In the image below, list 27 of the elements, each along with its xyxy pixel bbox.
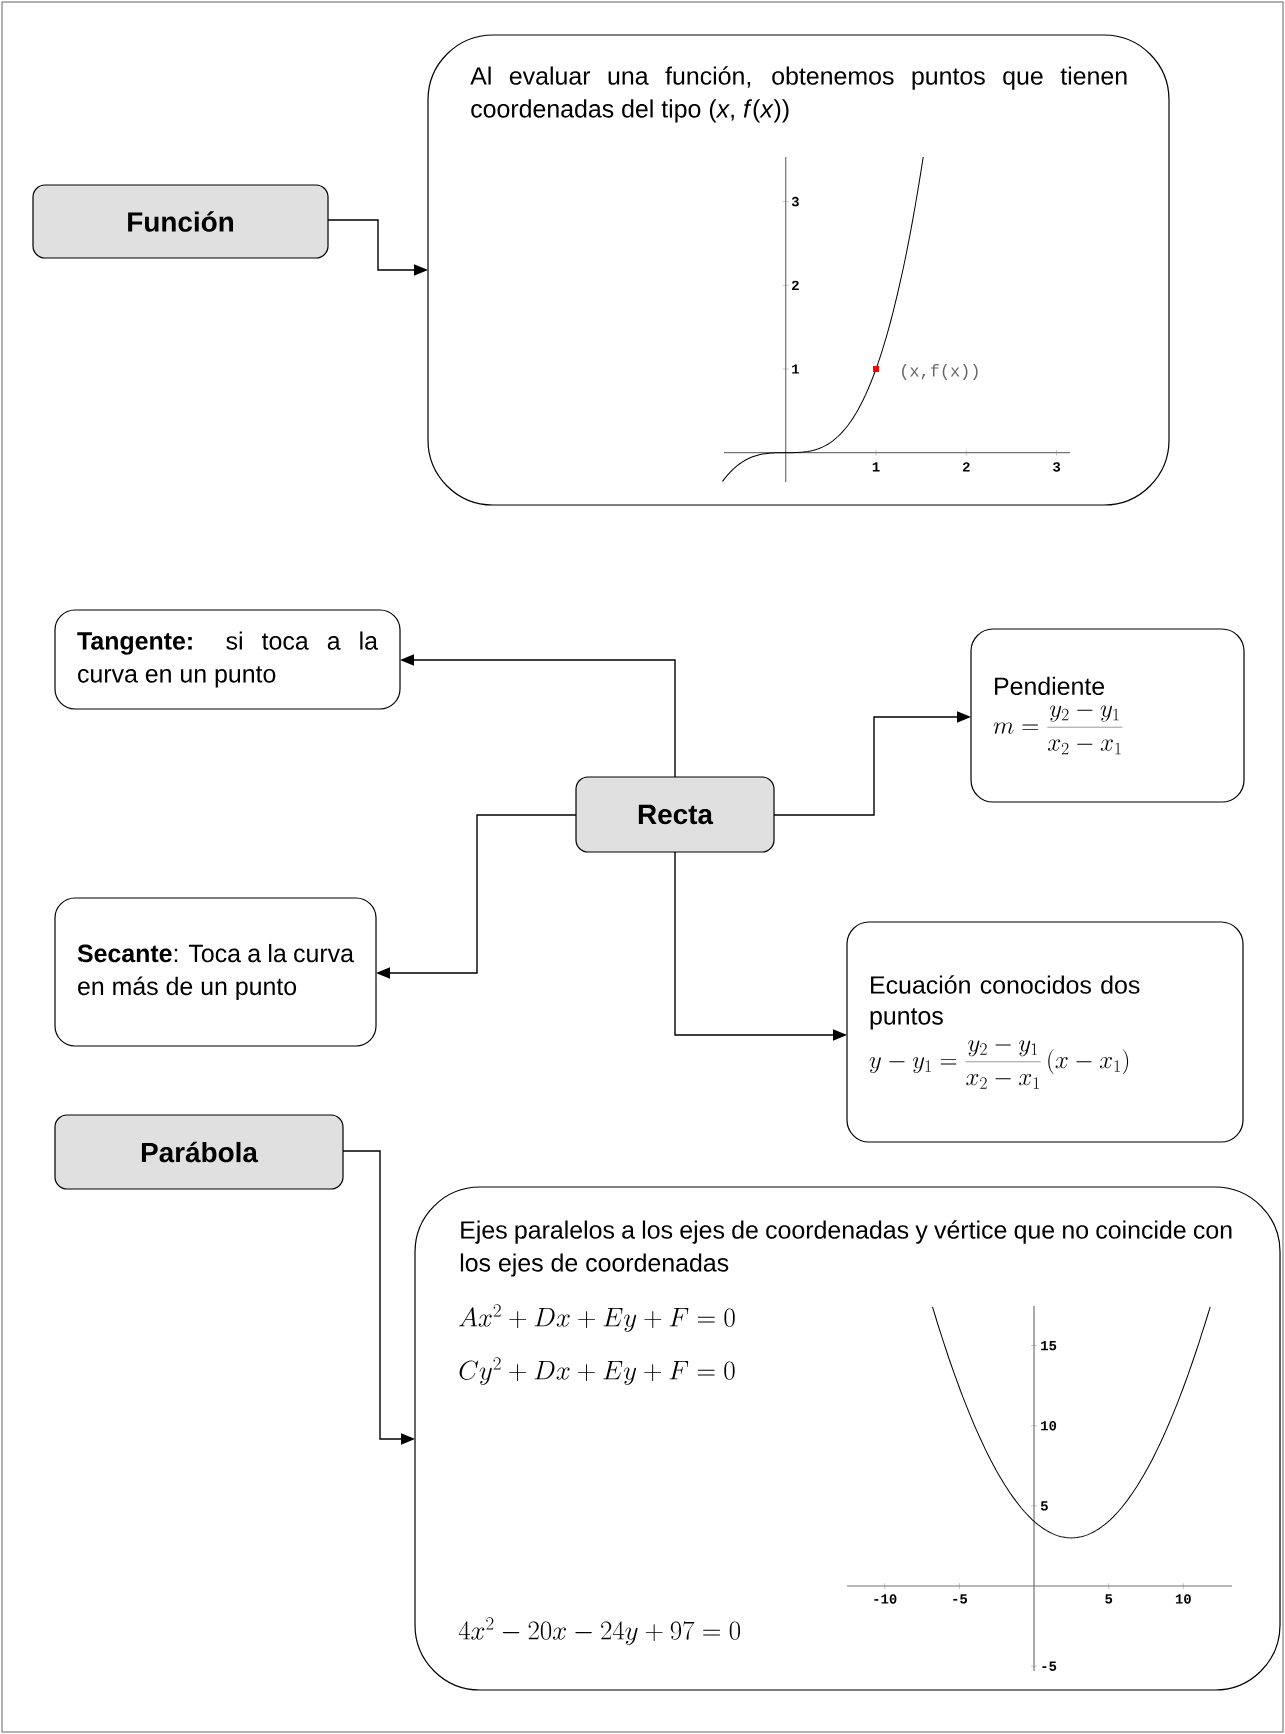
description-text: Al evaluar una función, obtenemos puntos que tienen coordenadas del tipo (x, f(x)): [470, 66, 1127, 123]
point-label: (x,f(x)): [902, 364, 978, 380]
tick-label: -5: [953, 1594, 968, 1604]
description-text: Ejes paralelos a los ejes de coordenadas y vértice que no coincide con los ejes de coordenadas: [460, 1220, 1232, 1277]
tick-label: 1: [872, 462, 880, 472]
note-box: Secante: Toca a la curva en más de un punto: [54, 897, 377, 1047]
equation: $Ax^2+Dx+Ey+F=0$: [459, 1304, 735, 1332]
tick-label: -10: [874, 1594, 897, 1604]
tick-label: 5: [1040, 1501, 1048, 1511]
tick-label: 10: [1175, 1594, 1191, 1604]
concept-box: Función: [32, 184, 329, 259]
tick-label: 1: [792, 364, 799, 374]
concept-box: Parábola: [54, 1114, 344, 1190]
tick-label: -5: [1042, 1661, 1057, 1671]
concept-box: Recta: [575, 776, 775, 853]
tick-label: 3: [791, 196, 799, 207]
tick-label: 3: [1053, 462, 1061, 472]
equation: $Cy^2+Dx+Ey+F=0$: [459, 1357, 735, 1385]
tick-label: 15: [1041, 1340, 1057, 1351]
formula-box: Pendiente $m=\frac{y_2-y_1}{x_2-x_1}$: [970, 628, 1245, 803]
tick-label: 10: [1041, 1421, 1057, 1431]
tick-label: 2: [792, 280, 799, 290]
tick-label: 2: [962, 462, 970, 472]
note-box: Tangente: si toca a la curva en un punto: [54, 609, 401, 710]
equation: $4x^2-20x-24y+97=0$: [458, 1617, 740, 1645]
formula-box: Ecuación conocidos dos puntos $y-y_1=\frac{y_2-y_1}{x_2-x_1}\left(x-x_1\right)$: [846, 921, 1244, 1143]
tick-label: 5: [1105, 1594, 1113, 1604]
